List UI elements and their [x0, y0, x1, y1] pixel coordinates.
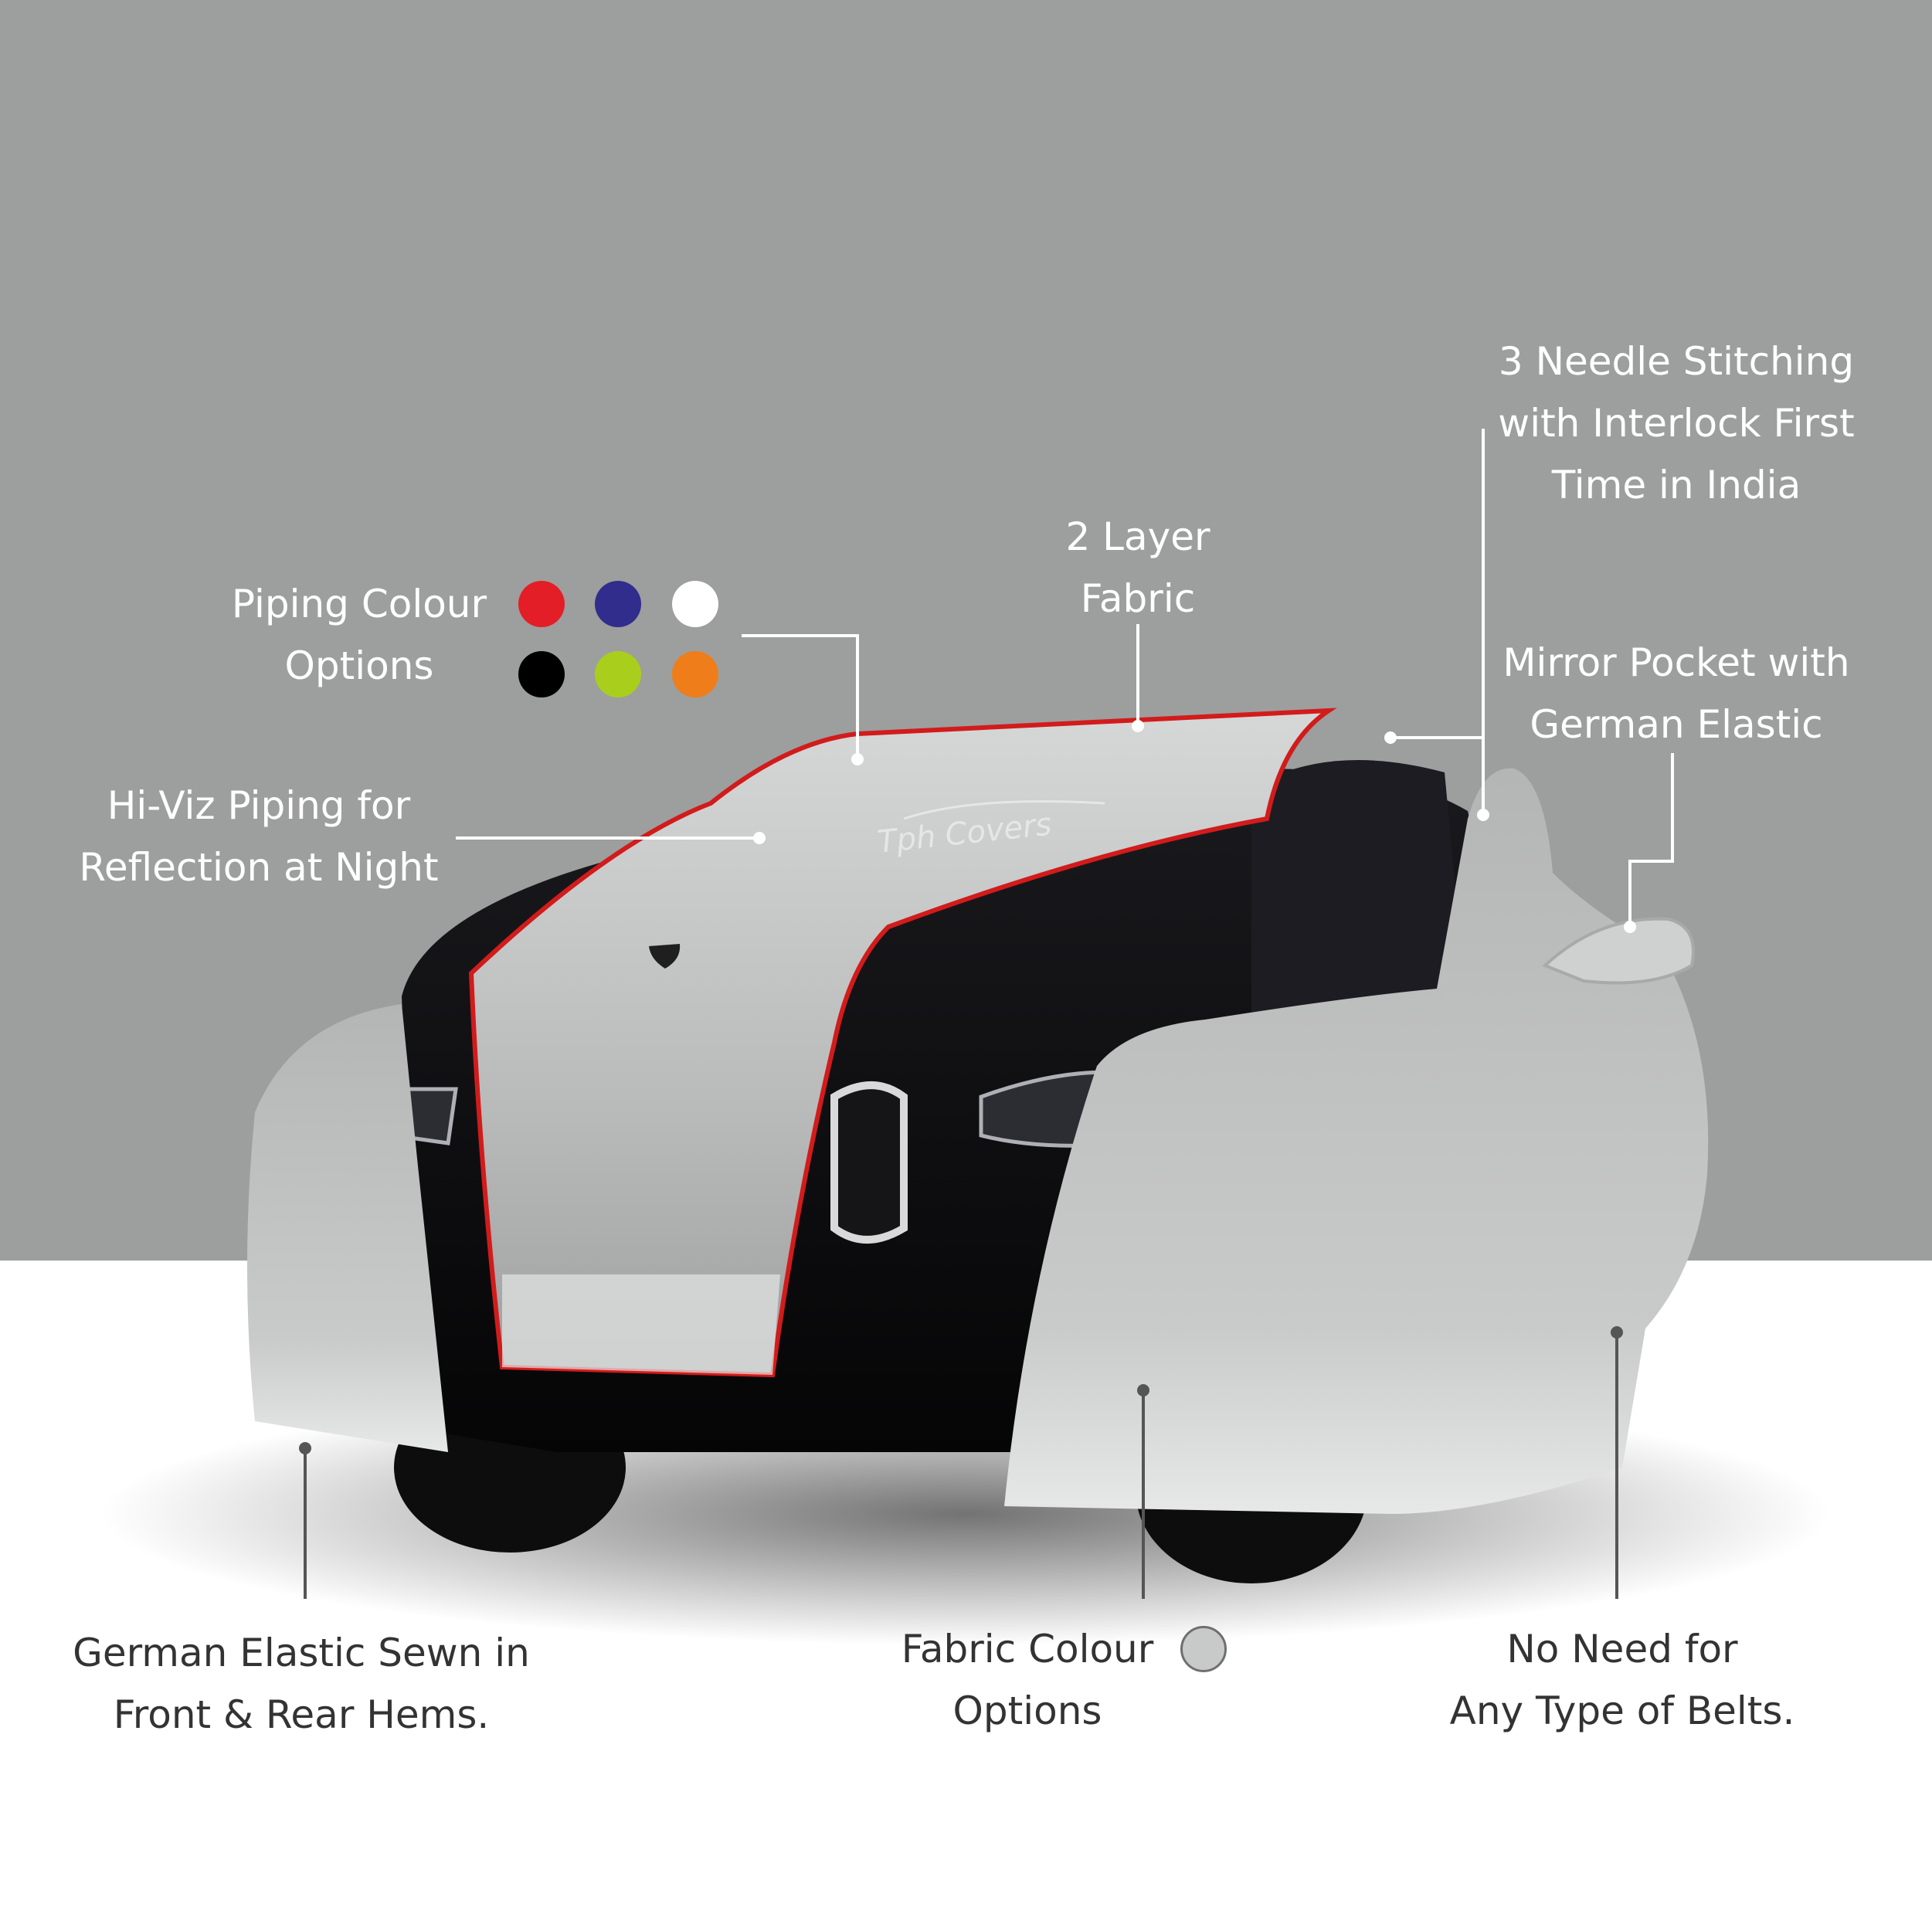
stitching-line-2: with Interlock First: [1498, 401, 1855, 446]
car-windshield: [1251, 760, 1468, 1027]
cover-badge: [649, 944, 681, 969]
fabric-swatch-silver: [1180, 1626, 1227, 1672]
mirror-pocket: [1542, 917, 1695, 985]
mirror-pocket-line-1: Mirror Pocket with: [1502, 640, 1850, 685]
german-elastic-line-2: Front & Rear Hems.: [113, 1692, 490, 1737]
stitching-label: 3 Needle Stitching with Interlock First …: [1452, 331, 1900, 516]
grille: [830, 1081, 908, 1244]
hood-logo-swoosh: [903, 800, 1105, 820]
hi-viz-line-1: Hi-Viz Piping for: [107, 783, 411, 828]
fabric-colour-line-1: Fabric Colour: [901, 1627, 1154, 1671]
hi-viz-line-2: Reflection at Night: [79, 845, 439, 890]
fabric-colour-label: Fabric Colour Options: [873, 1618, 1182, 1742]
mirror-pocket-label: Mirror Pocket with German Elastic: [1468, 632, 1885, 755]
two-layer-label: 2 Layer Fabric: [1022, 506, 1254, 630]
stitching-line-3: Time in India: [1551, 463, 1801, 507]
hi-viz-label: Hi-Viz Piping for Reflection at Night: [62, 775, 456, 898]
piping-colour-label: Piping Colour Options: [197, 573, 521, 697]
stitching-line-1: 3 Needle Stitching: [1498, 339, 1855, 384]
cover-right-side: [1004, 768, 1709, 1514]
cover-hood-panel: [468, 708, 1337, 1378]
cover-left-flap: [247, 1004, 448, 1452]
no-belts-label: No Need for Any Type of Belts.: [1421, 1618, 1823, 1742]
fabric-colour-line-2: Options: [952, 1688, 1102, 1733]
piping-swatch-black: [518, 651, 565, 697]
no-belts-line-2: Any Type of Belts.: [1449, 1688, 1795, 1733]
mirror-pocket-line-2: German Elastic: [1530, 702, 1823, 747]
no-belts-line-1: No Need for: [1506, 1627, 1738, 1671]
piping-swatch-white: [672, 581, 718, 627]
piping-swatch-red: [518, 581, 565, 627]
piping-swatch-lime: [595, 651, 641, 697]
cover-hood-hem: [502, 1274, 780, 1375]
two-layer-line-1: 2 Layer: [1065, 514, 1210, 559]
german-elastic-label: German Elastic Sewn in Front & Rear Hems…: [58, 1622, 545, 1746]
piping-swatch-orange: [672, 651, 718, 697]
piping-colour-line-1: Piping Colour: [231, 582, 487, 626]
german-elastic-line-1: German Elastic Sewn in: [73, 1631, 530, 1675]
piping-colour-line-2: Options: [284, 643, 434, 688]
two-layer-line-2: Fabric: [1080, 576, 1196, 621]
piping-swatch-indigo: [595, 581, 641, 627]
